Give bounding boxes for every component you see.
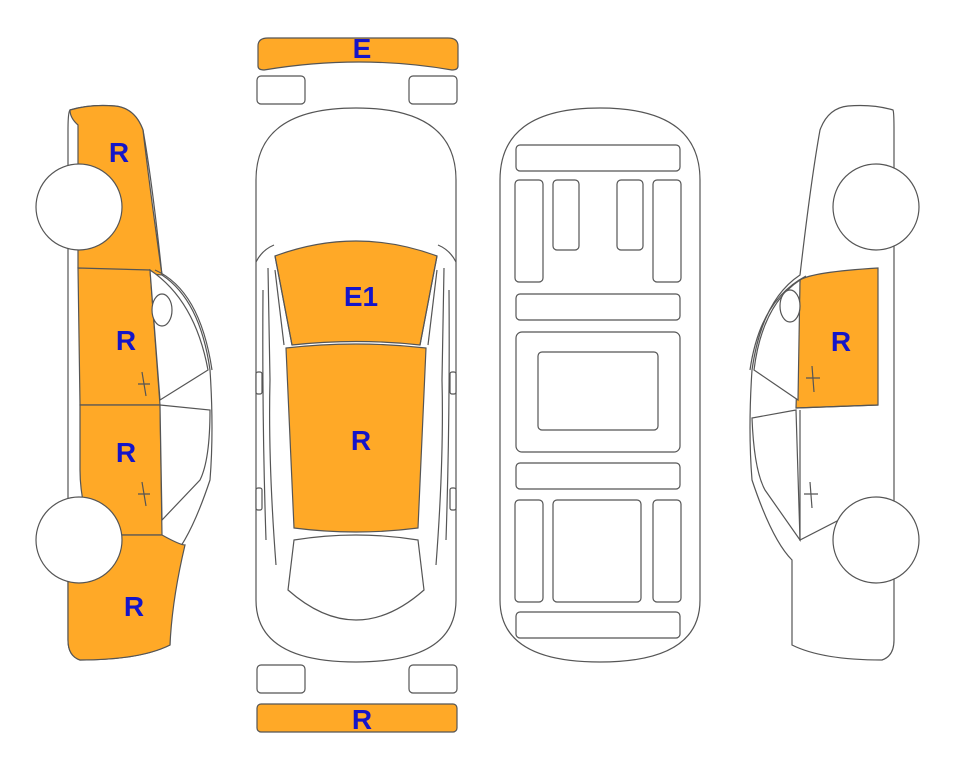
left-front-door-label: R — [116, 325, 136, 356]
roof-panel[interactable] — [285, 343, 427, 533]
right-rear-door-panel[interactable] — [795, 267, 879, 409]
left-rear-wheel — [35, 496, 123, 584]
rear-bumper-label: R — [352, 704, 372, 735]
right-rear-door-label: R — [831, 326, 851, 357]
rear-window — [287, 534, 425, 621]
right-front-wheel — [832, 163, 920, 251]
front-right-light — [408, 75, 458, 105]
front-bumper-label: E — [353, 33, 372, 64]
left-side-view: R R R R — [35, 104, 213, 661]
underside-view — [499, 107, 701, 663]
front-left-light — [256, 75, 306, 105]
left-rear-door-label: R — [116, 437, 136, 468]
top-view: E E1 R R — [255, 33, 459, 735]
roof-label: R — [351, 425, 371, 456]
rear-right-light — [408, 664, 458, 694]
rear-left-light — [256, 664, 306, 694]
hood-panel[interactable] — [274, 240, 438, 346]
left-rear-quarter-label: R — [124, 591, 144, 622]
front-bumper-panel[interactable] — [257, 37, 459, 71]
left-front-wheel — [35, 163, 123, 251]
right-rear-wheel — [832, 496, 920, 584]
left-front-fender-label: R — [109, 137, 129, 168]
hood-label: E1 — [344, 281, 378, 312]
right-side-view: R — [749, 104, 920, 661]
rear-bumper-panel[interactable] — [256, 703, 458, 733]
